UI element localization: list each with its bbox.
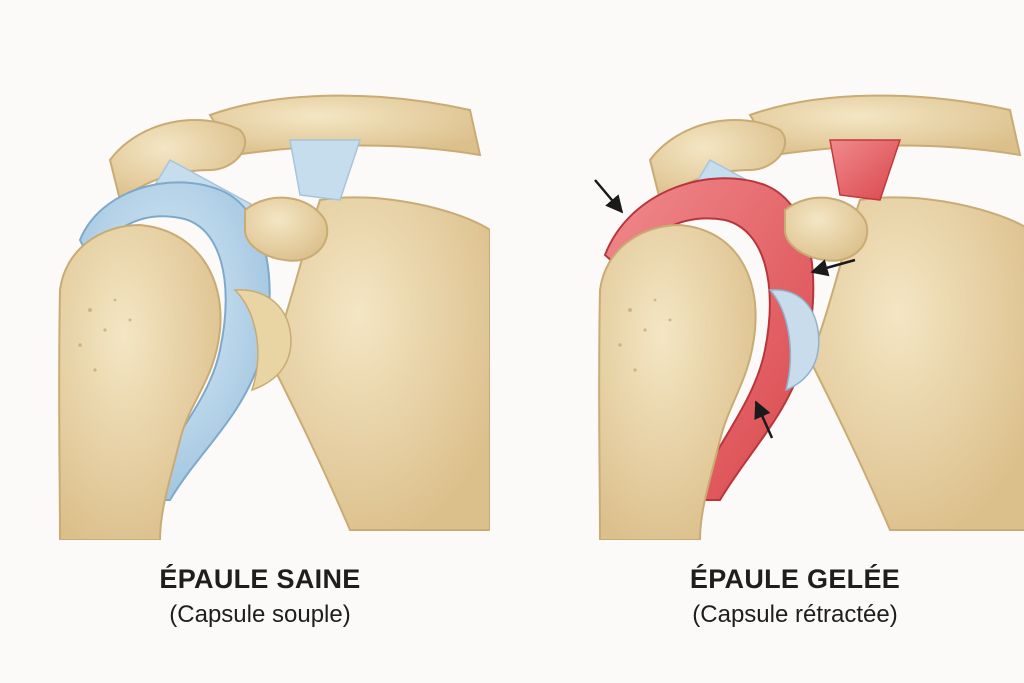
frozen-title: ÉPAULE GELÉE: [689, 564, 901, 594]
scapula: [808, 196, 1024, 531]
arrow-icon: [594, 179, 624, 214]
frozen-shoulder-svg: [594, 94, 1024, 540]
frozen-subtitle: (Capsule rétractée): [692, 601, 898, 628]
joint-capsule: [78, 181, 271, 501]
arrow-icon: [810, 258, 856, 277]
glenoid: [233, 289, 292, 392]
healthy-title: ÉPAULE SAINE: [159, 564, 361, 594]
coracoid-process: [244, 196, 329, 262]
healthy-shoulder-svg: [58, 94, 490, 540]
bone-texture: [618, 298, 672, 372]
healthy-subtitle: (Capsule souple): [169, 601, 351, 628]
frozen-caption: ÉPAULE GELÉE (Capsule rétractée): [585, 564, 1005, 629]
humerus: [58, 223, 222, 540]
humerus: [598, 223, 757, 540]
coracoid-process: [784, 196, 869, 262]
frozen-shoulder-illustration: [560, 60, 1024, 540]
arrow-icon: [754, 400, 774, 439]
bone-texture: [78, 298, 132, 372]
scapula: [268, 196, 490, 531]
coracoclavicular-ligament-inflamed: [829, 139, 902, 201]
healthy-caption: ÉPAULE SAINE (Capsule souple): [60, 564, 460, 629]
glenoid: [768, 289, 820, 392]
healthy-shoulder-illustration: [20, 60, 490, 540]
acromion: [108, 119, 247, 202]
coracoclavicular-ligament: [289, 139, 362, 201]
